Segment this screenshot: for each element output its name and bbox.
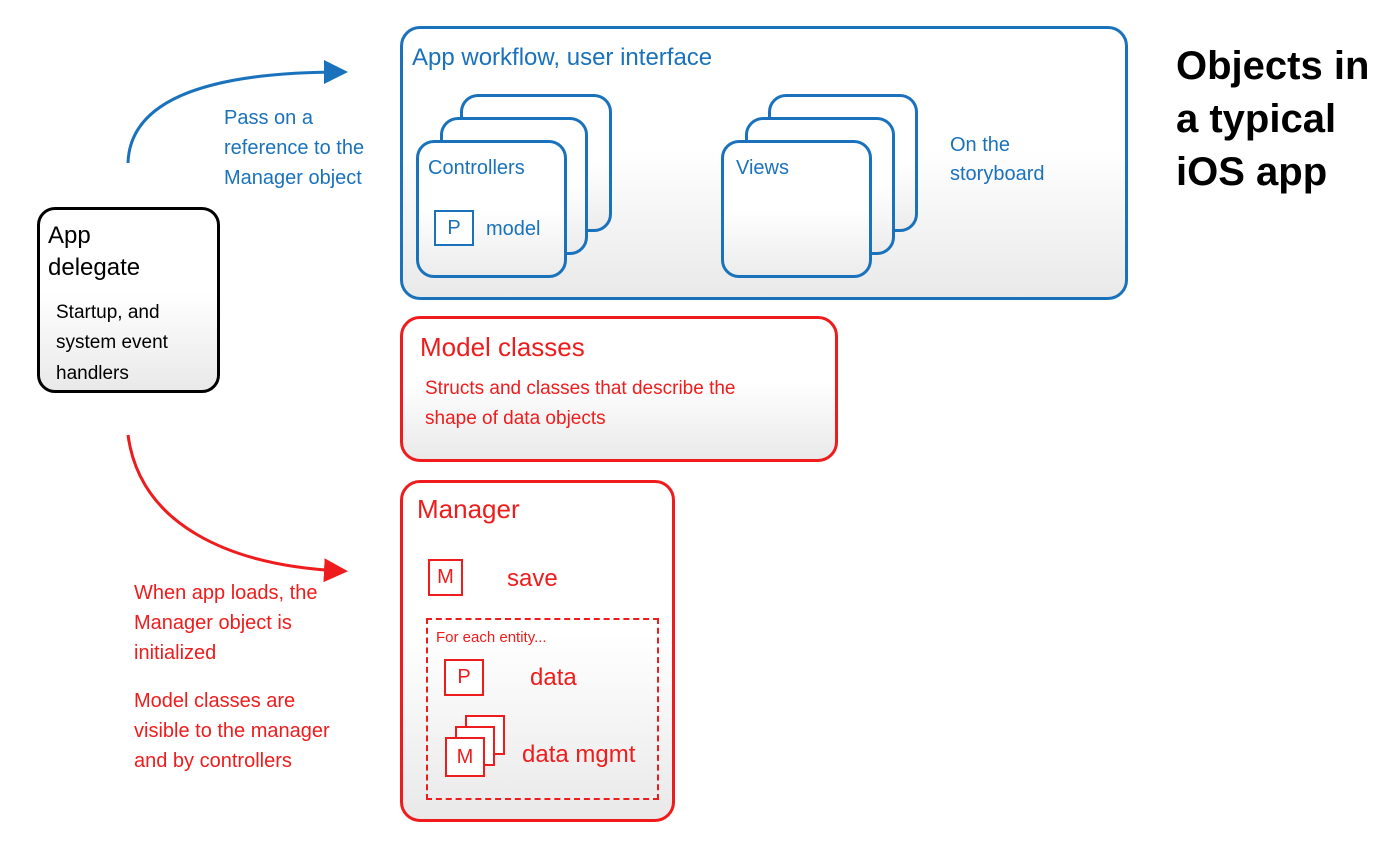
storyboard-note: On the storyboard <box>950 134 1045 185</box>
app-load-note: When app loads, the Manager object is in… <box>134 582 318 664</box>
app-delegate-box: App delegate Startup, and system event h… <box>37 207 220 393</box>
app-delegate-subtitle: Startup, and system event handlers <box>56 302 168 384</box>
entity-group-label: For each entity... <box>436 629 547 646</box>
save-method-badge: M <box>428 559 463 596</box>
visibility-note: Model classes are visible to the manager… <box>134 690 330 772</box>
entity-group: For each entity... P data M M data mgmt <box>426 618 659 800</box>
controller-card: Controllers P model <box>416 140 567 278</box>
controller-property-badge: P <box>434 210 474 246</box>
manager-title: Manager <box>417 494 520 524</box>
save-method-label: save <box>507 565 558 592</box>
page-title: Objects in a typical iOS app <box>1176 44 1370 195</box>
model-classes-title: Model classes <box>420 332 585 362</box>
pass-reference-arrow <box>126 60 348 164</box>
model-classes-box: Model classes Structs and classes that d… <box>400 316 838 462</box>
init-manager-arrow <box>126 434 348 583</box>
data-property-badge: P <box>444 659 484 696</box>
controllers-label: Controllers <box>428 157 525 179</box>
views-label: Views <box>736 157 789 179</box>
data-property-label: data <box>530 664 577 691</box>
manager-box: Manager M save For each entity... P data… <box>400 480 675 822</box>
view-card: Views <box>721 140 872 278</box>
data-mgmt-label: data mgmt <box>522 741 636 768</box>
data-mgmt-badge: M <box>445 737 485 777</box>
app-workflow-title: App workflow, user interface <box>412 44 713 71</box>
app-delegate-title: App delegate <box>48 222 141 282</box>
pass-reference-note: Pass on a reference to the Manager objec… <box>224 107 365 189</box>
controller-property-label: model <box>486 218 541 240</box>
model-classes-description: Structs and classes that describe the sh… <box>425 378 736 430</box>
